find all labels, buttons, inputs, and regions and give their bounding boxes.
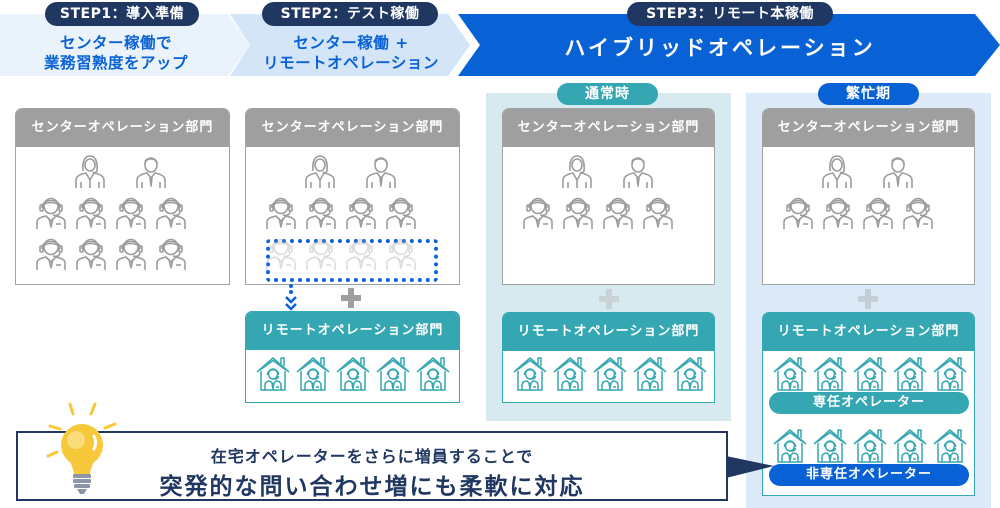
lightbulb-icon [40,398,120,507]
headset-operator-icon [303,194,339,230]
home-operator-icon [295,355,331,391]
person-female-icon [302,153,338,189]
home-operator-icon [772,427,808,463]
step2-pill: STEP2：テスト稼働 [262,2,438,26]
headset-operator-icon [343,194,379,230]
home-operator-icon [932,355,968,391]
step2-banner [230,14,470,76]
headset-operator-icon [383,194,419,230]
person-female-icon [72,153,108,189]
non-dedicated-operator-label: 非専任オペレーター [769,464,969,486]
plus-icon [341,288,361,308]
headset-operator-icon [113,235,149,271]
headset-operator-icon [600,194,636,230]
person-female-icon [819,153,855,189]
headset-operator-icon [780,194,816,230]
step1-pill: STEP1：導入準備 [45,2,199,26]
callout-subtext: 在宅オペレーターをさらに増員することで [210,447,534,466]
home-operator-icon [852,427,888,463]
headset-operator-icon [113,194,149,230]
headset-operator-icon [860,194,896,230]
home-operator-icon [772,355,808,391]
headset-operator-icon [153,235,189,271]
step1-line2: 業務習熟度をアップ [43,54,188,72]
center-dept-normal: センターオペレーション部門 [502,108,715,285]
step1-banner [0,14,250,76]
headset-operator-icon [900,194,936,230]
headset-operator-icon [263,194,299,230]
step2-line1: センター稼働 + [293,34,409,52]
remote-dept-title: リモートオペレーション部門 [503,313,714,351]
callout-box: 在宅オペレーターをさらに増員することで 突発的な問い合わせ増にも柔軟に対応 [16,431,728,501]
center-dept-title: センターオペレーション部門 [16,109,229,147]
step2-line2: リモートオペレーション [263,54,439,72]
busy-phase-label: 繁忙期 [818,83,919,105]
center-dept-title: センターオペレーション部門 [763,109,974,147]
home-operator-icon [892,355,928,391]
headset-operator-icon [73,194,109,230]
headset-operator-icon [33,194,69,230]
center-dept-busy: センターオペレーション部門 [762,108,975,285]
person-male-icon [620,153,656,189]
step3-title: ハイブリッドオペレーション [564,36,876,60]
headset-operator-icon [520,194,556,230]
center-dept-title: センターオペレーション部門 [503,109,714,147]
headset-operator-icon [383,235,419,271]
headset-operator-icon [263,235,299,271]
home-operator-icon [892,427,928,463]
home-operator-icon [375,355,411,391]
home-operator-icon [512,355,548,391]
home-operator-icon [632,355,668,391]
person-male-icon [363,153,399,189]
home-operator-icon [852,355,888,391]
home-operator-icon [812,427,848,463]
headset-operator-icon [640,194,676,230]
step3-banner [458,14,1000,76]
headset-operator-icon [560,194,596,230]
home-operator-icon [255,355,291,391]
person-male-icon [880,153,916,189]
home-operator-icon [812,355,848,391]
headset-operator-icon [343,235,379,271]
home-operator-icon [672,355,708,391]
plus-icon [858,289,878,309]
home-operator-icon [932,427,968,463]
remote-dept-title: リモートオペレーション部門 [246,312,459,350]
center-dept-title: センターオペレーション部門 [246,109,459,147]
step1-line1: センター稼働で [59,34,172,52]
center-dept-step1: センターオペレーション部門 [15,108,230,285]
headset-operator-icon [820,194,856,230]
headset-operator-icon [73,235,109,271]
home-operator-icon [335,355,371,391]
center-dept-step2: センターオペレーション部門 [245,108,460,285]
dedicated-operator-label: 専任オペレーター [769,392,969,414]
remote-dept-title: リモートオペレーション部門 [763,313,974,351]
callout-headline: 突発的な問い合わせ増にも柔軟に対応 [159,474,585,500]
normal-phase-label: 通常時 [557,83,658,105]
person-female-icon [559,153,595,189]
headset-operator-icon [33,235,69,271]
home-operator-icon [592,355,628,391]
plus-icon [599,289,619,309]
home-operator-icon [415,355,451,391]
home-operator-icon [552,355,588,391]
transfer-arrow-icon [284,283,298,313]
step3-pill: STEP3：リモート本稼働 [627,2,833,26]
headset-operator-icon [153,194,189,230]
callout-pointer [726,452,774,486]
headset-operator-icon [303,235,339,271]
person-male-icon [133,153,169,189]
